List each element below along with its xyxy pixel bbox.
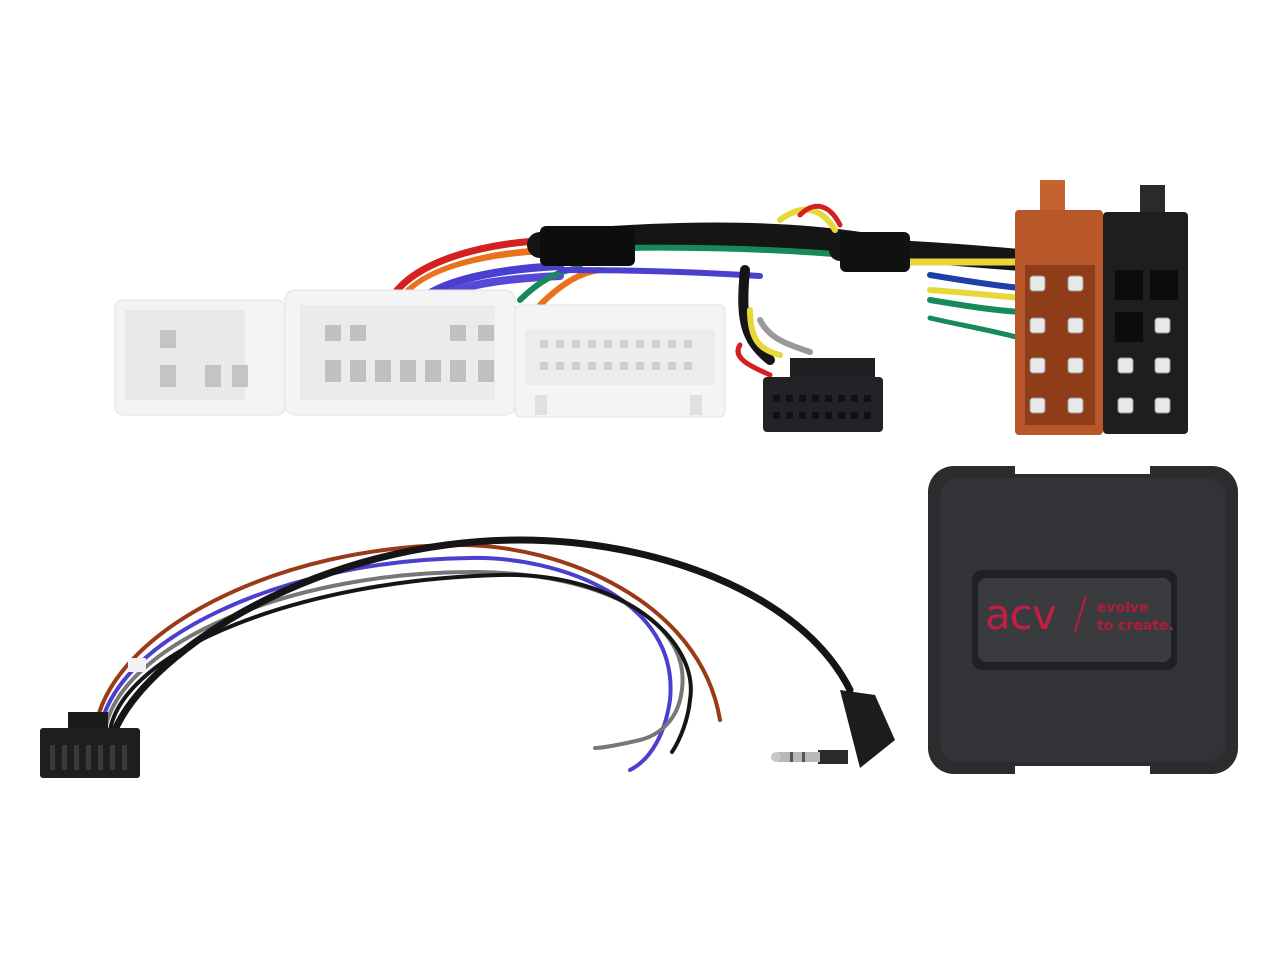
tagline-line1: evolve xyxy=(1097,600,1149,616)
interface-module xyxy=(928,462,1238,776)
iso-connector-orange xyxy=(1015,180,1103,435)
module-logo: acv / evolve to create. xyxy=(985,588,1175,658)
tagline-line2: to create. xyxy=(1097,618,1174,634)
steering-wheel-connector xyxy=(40,712,140,778)
brand-separator: / xyxy=(1073,588,1088,639)
steering-lead-wires xyxy=(93,536,854,772)
cable-tie xyxy=(128,658,146,672)
tape-wrap xyxy=(540,226,635,266)
tape-wrap xyxy=(840,232,910,272)
brand-name: acv xyxy=(985,590,1057,639)
head-unit-connector xyxy=(763,358,883,432)
white-connector-small xyxy=(114,299,286,416)
white-connector-medium xyxy=(284,289,516,416)
iso-connector-black xyxy=(1103,185,1188,434)
audio-jack-plug xyxy=(771,690,895,768)
white-connector-wide xyxy=(514,304,726,418)
